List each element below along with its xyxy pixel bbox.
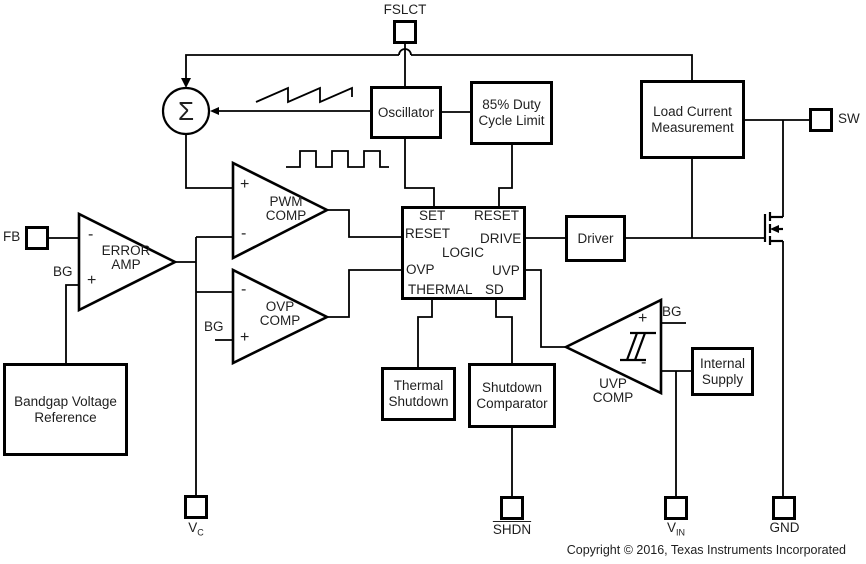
block-internal-supply: Internal Supply — [691, 347, 754, 396]
wire-pwm-to-logic-reset — [327, 209, 401, 238]
block-oscillator-label: Oscillator — [377, 104, 435, 120]
error-amp-label: ERROR AMP — [101, 243, 151, 272]
wire-logic-uvp-to-uvpcomp — [526, 269, 566, 348]
lcm-line2: Measurement — [651, 119, 734, 135]
ovp-comp-triangle — [231, 267, 330, 366]
driver-label: Driver — [577, 230, 614, 246]
ovp-comp-plus-sign: + — [240, 329, 250, 346]
uvp-comp-plus-sign: + — [638, 310, 648, 327]
bg-label-uvp-comp: BG — [662, 304, 682, 319]
pwm-comp-plus-sign: + — [240, 176, 250, 193]
block-logic: SET RESET RESET DRIVE LOGIC OVP UVP THER… — [401, 206, 526, 300]
shutdown-comp-line1: Shutdown — [481, 379, 543, 395]
thermal-line2: Shutdown — [388, 394, 449, 409]
wire-feedback-left — [185, 54, 399, 79]
pwm-comp-minus-sign: - — [241, 225, 247, 242]
error-amp-minus-sign: - — [88, 226, 94, 243]
bg-label-error-amp: BG — [53, 264, 73, 279]
error-amp-plus-sign: + — [87, 272, 97, 289]
wire-feedback-top — [411, 54, 693, 80]
arrowhead-into-sigma-top — [181, 78, 191, 88]
pin-sw-label: SW — [838, 111, 860, 126]
sawtooth-waveform-icon — [255, 86, 353, 104]
block-bandgap-reference: Bandgap Voltage Reference — [3, 363, 128, 456]
duty-line1: 85% Duty — [482, 97, 541, 112]
pin-vc-label: VC — [188, 520, 204, 538]
ovp-comp-minus-sign: - — [241, 281, 247, 298]
pin-vc — [184, 495, 208, 519]
pwm-comp-triangle — [231, 160, 330, 261]
logic-block-label: LOGIC — [442, 245, 485, 260]
pin-shdn-label: SHDN — [492, 522, 532, 537]
copyright-notice: Copyright © 2016, Texas Instruments Inco… — [566, 543, 846, 557]
uvp-comp-minus-sign: - — [641, 354, 647, 371]
logic-port-ovp: OVP — [406, 262, 435, 277]
error-amp-triangle — [77, 211, 178, 313]
bandgap-line2: Reference — [34, 409, 97, 425]
mosfet-body-arrow — [770, 225, 779, 233]
logic-port-uvp: UVP — [492, 263, 520, 278]
internal-supply-line1: Internal — [699, 355, 746, 371]
pin-gnd — [772, 496, 796, 520]
duty-line2: Cycle Limit — [478, 113, 545, 128]
wire-oscillator-to-logic-set — [404, 139, 435, 206]
uvp-comp-label: UVP COMP — [592, 376, 634, 405]
bg-label-ovp-comp: BG — [204, 319, 224, 334]
wire-bandgap-to-erroramp — [65, 284, 79, 363]
wire-sigma-to-pwm-plus — [185, 134, 233, 189]
pin-vin — [664, 496, 688, 520]
logic-port-thermal: THERMAL — [408, 282, 473, 297]
internal-supply-line2: Supply — [701, 371, 744, 387]
logic-port-reset-top: RESET — [474, 208, 520, 223]
pin-fb-label: FB — [3, 229, 21, 244]
pwm-comp-label: PWM COMP — [265, 194, 307, 223]
block-load-current-measurement: Load Current Measurement — [640, 80, 745, 159]
logic-port-drive: DRIVE — [480, 231, 522, 246]
sigma-summing-junction — [161, 86, 211, 136]
square-wave-icon — [286, 150, 389, 168]
wire-logic-sd — [495, 300, 513, 363]
thermal-line1: Thermal — [393, 378, 444, 393]
mosfet-symbol — [763, 212, 783, 245]
pin-fslct — [393, 20, 417, 44]
wire-duty-to-logic-reset — [498, 145, 513, 206]
logic-port-set: SET — [419, 208, 446, 223]
pin-sw — [809, 108, 833, 132]
logic-port-reset-left: RESET — [405, 226, 451, 241]
arrowhead-into-sigma-right — [210, 107, 219, 115]
block-driver: Driver — [565, 215, 626, 262]
pin-gnd-label: GND — [769, 520, 800, 535]
pin-fslct-label: FSLCT — [383, 2, 427, 17]
pin-fb — [25, 226, 49, 250]
ovp-comp-label: OVP COMP — [259, 299, 301, 328]
hysteresis-icon — [620, 331, 656, 362]
bandgap-line1: Bandgap Voltage — [14, 393, 117, 409]
block-duty-cycle-limit: 85% Duty Cycle Limit — [470, 81, 553, 145]
uvp-comp-triangle — [563, 297, 663, 396]
sigma-symbol: Σ — [177, 96, 195, 126]
logic-port-sd: SD — [485, 282, 504, 297]
lcm-line1: Load Current — [653, 103, 732, 119]
shutdown-comp-line2: Comparator — [476, 395, 548, 411]
wires — [49, 43, 809, 497]
wire-ovp-to-logic-ovp — [327, 269, 401, 318]
block-thermal-shutdown: Thermal Shutdown — [381, 367, 456, 421]
block-oscillator: Oscillator — [370, 86, 442, 139]
pin-shdn — [500, 496, 524, 520]
wire-logic-thermal — [417, 300, 433, 367]
pin-vin-label: VIN — [666, 520, 685, 538]
block-shutdown-comparator: Shutdown Comparator — [468, 363, 556, 428]
